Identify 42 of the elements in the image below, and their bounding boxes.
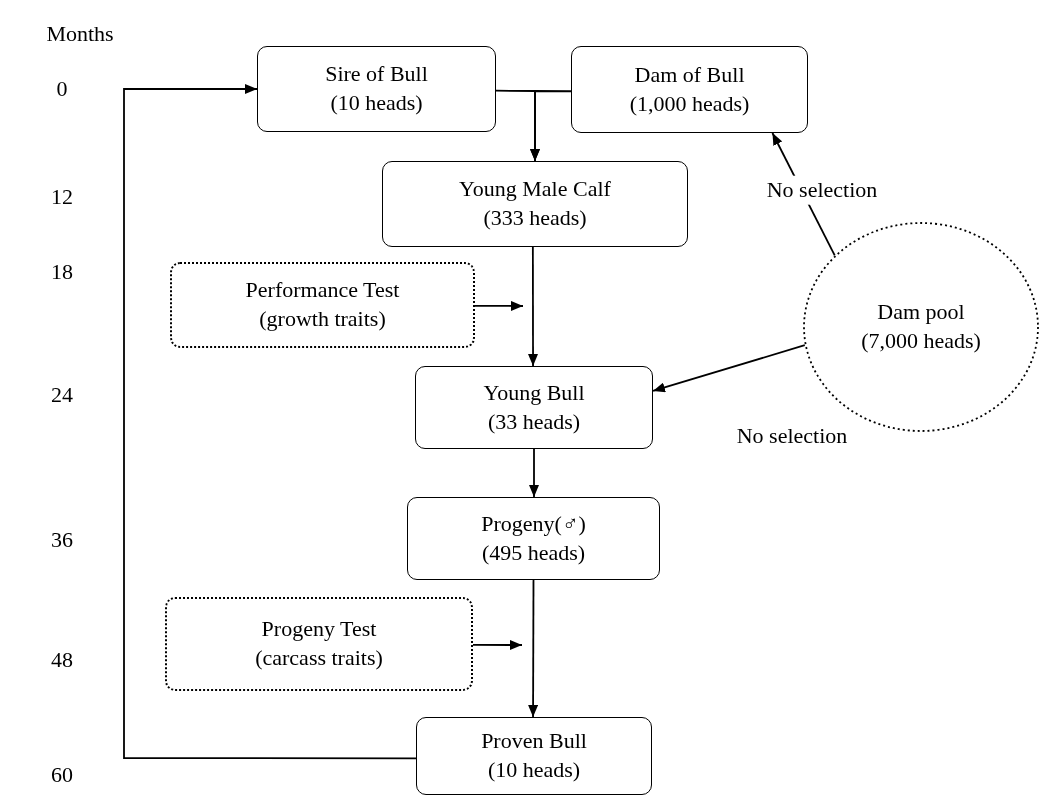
arrow <box>529 448 539 498</box>
process-box <box>257 46 496 132</box>
node-title: Young Bull <box>483 378 585 407</box>
month-label: 12 <box>51 182 73 211</box>
arrow <box>528 579 539 718</box>
process-box <box>416 717 652 795</box>
process-box <box>382 161 688 247</box>
arrow <box>474 300 524 311</box>
process-box <box>415 366 653 449</box>
arrow <box>472 640 523 650</box>
process-box <box>571 46 808 133</box>
count-text: (33 heads) <box>487 407 581 436</box>
node-title: Sire of Bull <box>325 60 428 89</box>
node-title: Proven Bull <box>481 727 587 756</box>
process-box <box>407 497 660 580</box>
test-box <box>165 597 473 691</box>
count-text: (333 heads) <box>483 204 587 232</box>
month-label: 18 <box>51 257 73 286</box>
node-title: Dam pool <box>877 298 965 327</box>
month-label: 48 <box>51 645 73 674</box>
axis-title: Months <box>46 19 114 48</box>
arrow <box>530 90 572 162</box>
node-title: Dam of Bull <box>634 60 745 89</box>
month-label: 24 <box>51 380 73 409</box>
arrow <box>528 246 539 367</box>
arrow <box>123 84 417 760</box>
count-text: (growth traits) <box>259 305 386 333</box>
count-text: (7,000 heads) <box>861 327 981 355</box>
node-title: Performance Test <box>245 276 400 305</box>
node-title: Young Male Calf <box>459 175 611 204</box>
count-text: (495 heads) <box>481 538 586 567</box>
test-box <box>170 262 475 348</box>
count-text: (1,000 heads) <box>629 89 750 118</box>
arrow <box>652 344 806 393</box>
count-text: (10 heads) <box>330 89 423 117</box>
month-label: 60 <box>51 760 73 789</box>
count-text: (10 heads) <box>487 756 581 784</box>
node-title: Progeny Test <box>261 615 377 644</box>
month-label: 0 <box>56 74 68 103</box>
count-text: (carcass traits) <box>255 644 383 672</box>
node-title: Progeny(♂) <box>481 509 586 538</box>
month-label: 36 <box>51 525 73 554</box>
